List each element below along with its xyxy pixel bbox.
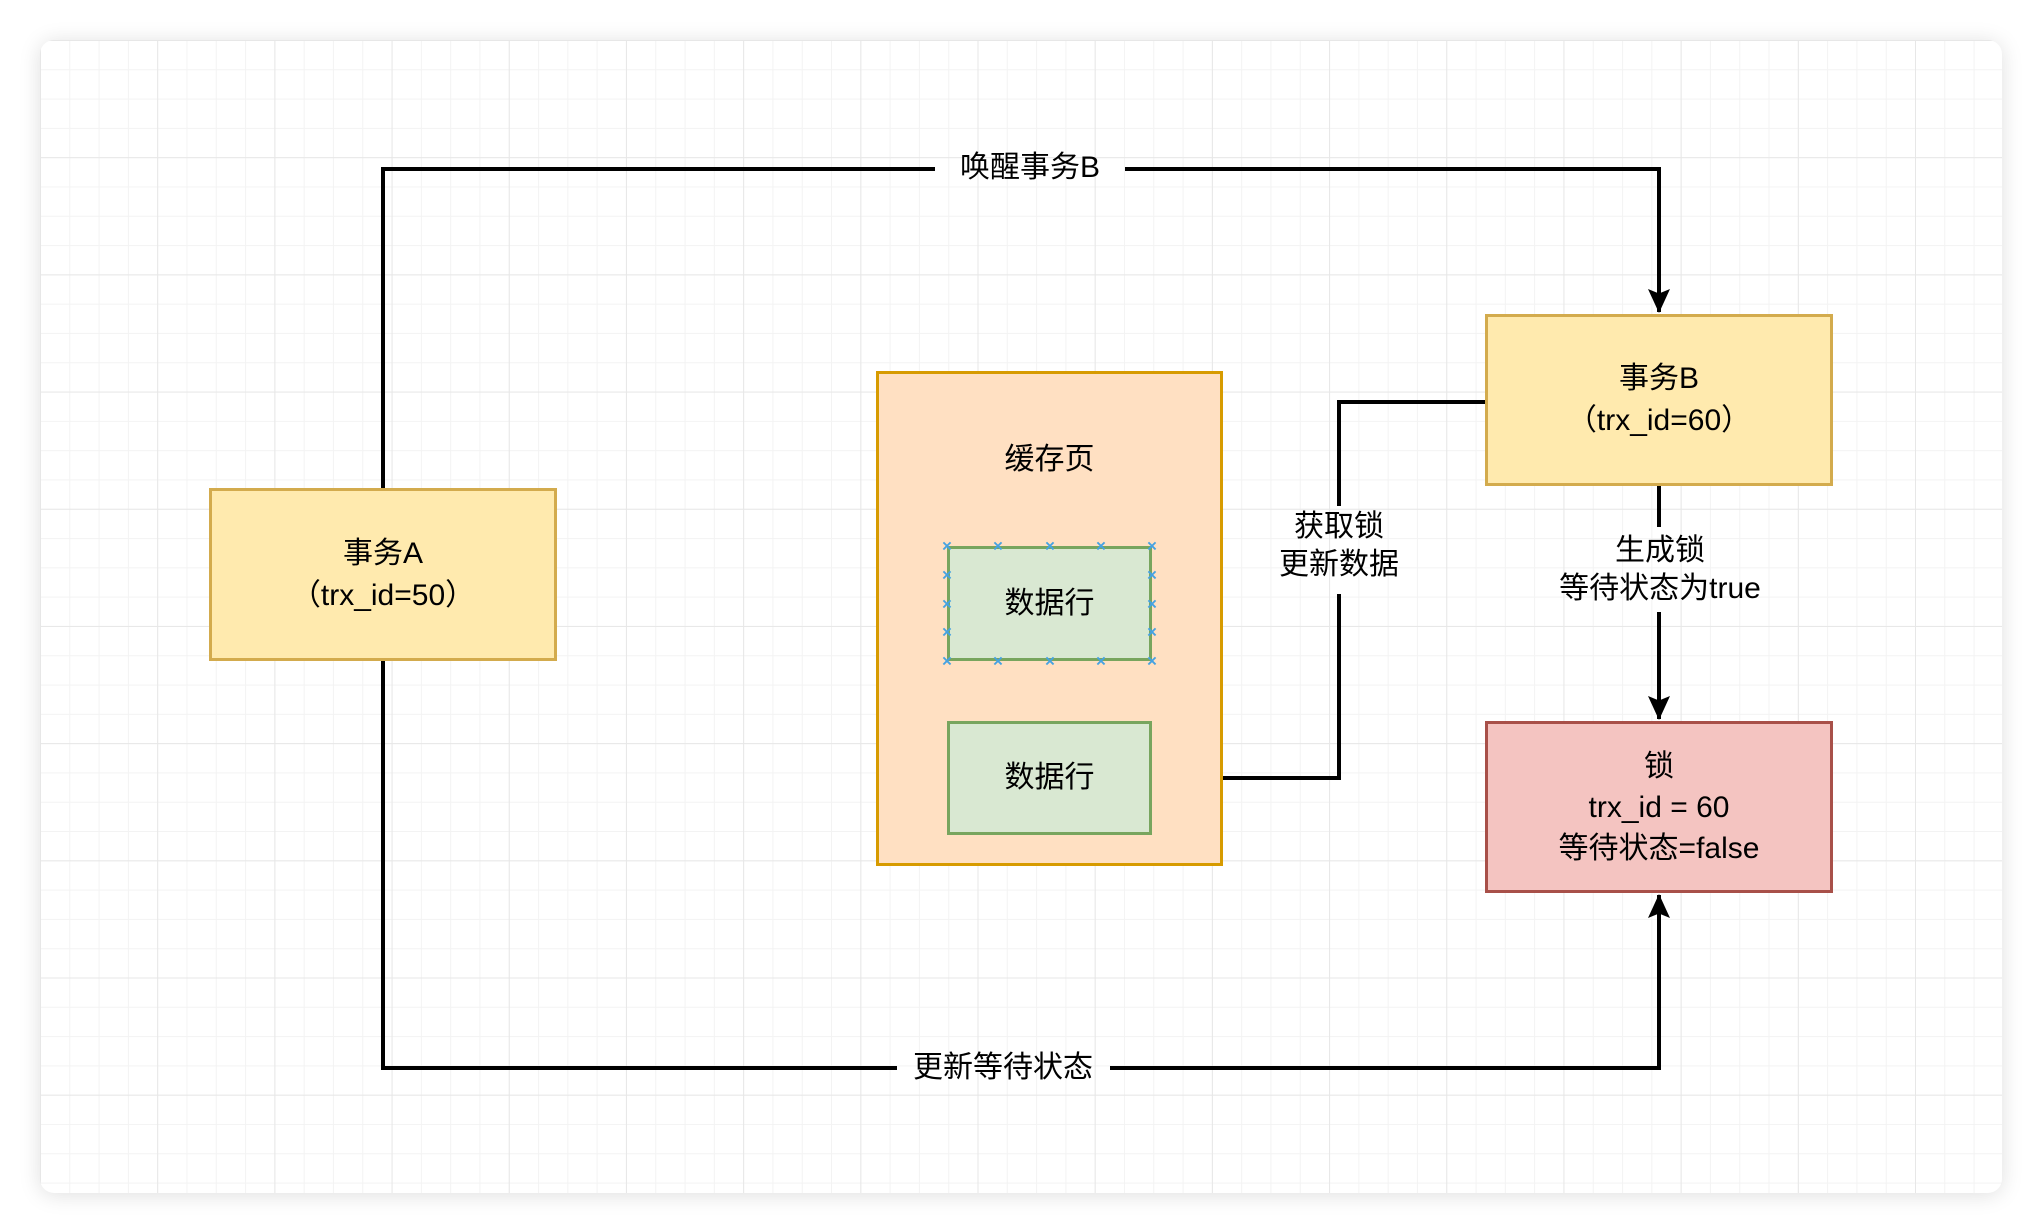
x-marker-icon: × (1045, 536, 1055, 556)
node-transaction-b-title: 事务B (1618, 362, 1699, 395)
x-marker-icon: × (1147, 565, 1157, 585)
x-marker-icon: × (1096, 536, 1106, 556)
node-data-row-free-title: 数据行 (1004, 761, 1095, 794)
node-lock-trx-id: trx_id = 60 (1588, 790, 1730, 824)
edge-label-update-wait-state: 更新等待状态 (913, 1051, 1093, 1084)
x-marker-icon: × (1147, 651, 1157, 671)
x-marker-icon: × (942, 622, 952, 642)
x-marker-icon: × (942, 565, 952, 585)
node-transaction-a-title: 事务A (342, 536, 423, 570)
x-marker-icon: × (1147, 622, 1157, 642)
edge-label-wake-transaction-b: 唤醒事务B (959, 151, 1101, 184)
x-marker-icon: × (942, 651, 952, 671)
edge-update-wait-segment1 (381, 661, 897, 1070)
edge-label-generate-lock: 生成锁 等待状态为true (1559, 532, 1761, 608)
node-data-row-free: 数据行 (947, 721, 1152, 835)
edge-acquire-lock-segment1 (1337, 400, 1485, 506)
x-marker-icon: × (942, 536, 952, 556)
edge-label-acquire-lock-line1: 获取锁 (1294, 510, 1384, 543)
x-marker-icon: × (993, 536, 1003, 556)
x-marker-icon: × (993, 651, 1003, 671)
x-marker-icon: × (1045, 651, 1055, 671)
edge-wake-transaction-b-segment2 (1125, 167, 1670, 313)
node-lock-wait-state: 等待状态=false (1558, 831, 1760, 865)
node-transaction-b: 事务B （trx_id=60） (1485, 314, 1833, 486)
node-data-row-locked-title: 数据行 (1004, 586, 1095, 620)
node-transaction-a: 事务A （trx_id=50） (209, 488, 557, 661)
edge-update-wait-segment2 (1110, 894, 1670, 1070)
node-cache-page-title: 缓存页 (1004, 443, 1095, 476)
node-lock: 锁 trx_id = 60 等待状态=false (1485, 721, 1833, 893)
node-data-row-locked: 数据行 (947, 546, 1152, 661)
edge-label-acquire-lock-line2: 更新数据 (1279, 548, 1399, 581)
x-marker-icon: × (1147, 536, 1157, 556)
node-transaction-b-subtitle: （trx_id=60） (1566, 404, 1752, 437)
edge-label-acquire-lock: 获取锁 更新数据 (1279, 508, 1399, 584)
x-marker-icon: × (1096, 651, 1106, 671)
x-marker-icon: × (1147, 594, 1157, 614)
node-transaction-a-subtitle: （trx_id=50） (290, 578, 476, 612)
node-lock-title: 锁 (1644, 749, 1674, 783)
edge-label-generate-lock-line2: 等待状态为true (1559, 572, 1761, 605)
edge-label-generate-lock-line1: 生成锁 (1614, 534, 1705, 567)
edge-wake-transaction-b-segment1 (381, 167, 935, 488)
x-marker-icon: × (942, 594, 952, 614)
